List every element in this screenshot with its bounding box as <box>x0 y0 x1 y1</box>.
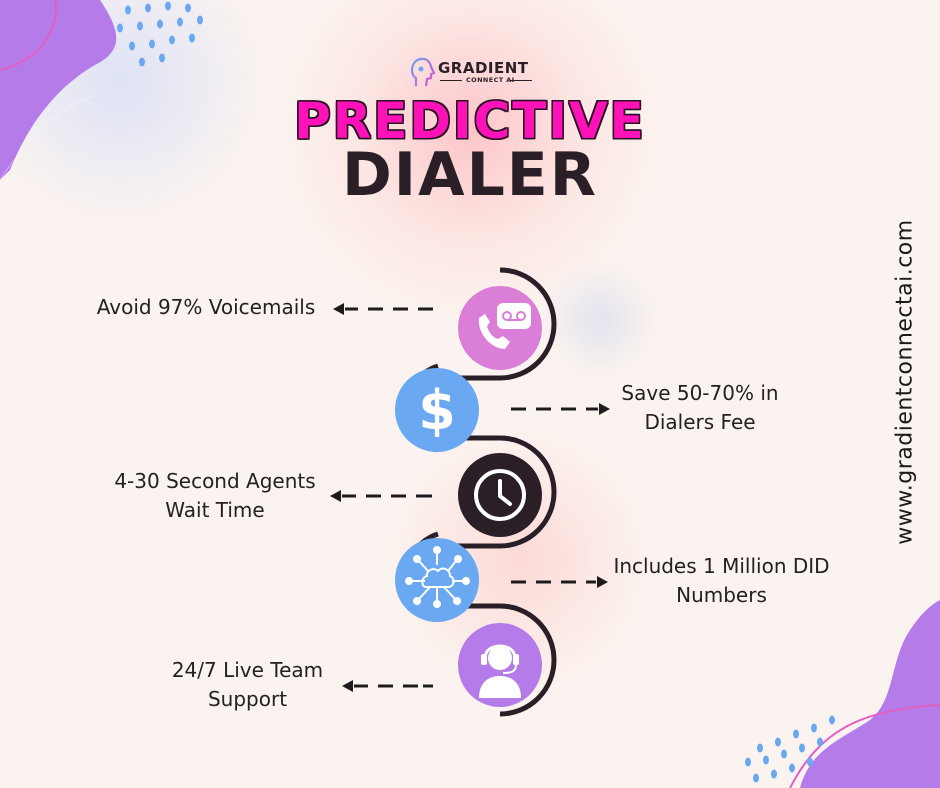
brand-divider <box>510 80 532 81</box>
clock-icon <box>458 453 542 537</box>
dollar-icon: $ <box>395 368 479 452</box>
brand-logo-icon <box>410 57 436 87</box>
headset-agent-icon <box>458 623 542 707</box>
arrow-left-1 <box>333 303 433 315</box>
feature-label-3: 4-30 Second Agents Wait Time <box>114 469 316 522</box>
feature-label-5: 24/7 Live Team Support <box>171 658 324 711</box>
svg-text:$: $ <box>418 379 456 442</box>
website-url[interactable]: www.gradientconnectai.com <box>892 219 918 545</box>
feature-label-4: Includes 1 Million DID Numbers <box>613 554 830 607</box>
brand-divider <box>440 80 462 81</box>
voicemail-phone-icon <box>458 286 542 370</box>
title-line-1: PREDICTIVE <box>294 92 646 150</box>
feature-label-2: Save 50-70% in Dialers Fee <box>621 381 779 434</box>
top-left-decoration <box>0 0 203 181</box>
brand-name: GRADIENT <box>438 59 529 77</box>
arrow-right-2 <box>511 576 608 588</box>
bottom-right-decoration <box>745 600 940 788</box>
arrow-right-1 <box>511 403 610 415</box>
arrow-left-2 <box>330 490 432 502</box>
title-line-2: DIALER <box>342 140 598 210</box>
feature-label-1: Avoid 97% Voicemails <box>96 295 316 319</box>
cloud-network-icon <box>395 538 479 622</box>
arrow-left-3 <box>342 680 433 692</box>
brand-subtitle: CONNECT AI <box>466 76 515 84</box>
